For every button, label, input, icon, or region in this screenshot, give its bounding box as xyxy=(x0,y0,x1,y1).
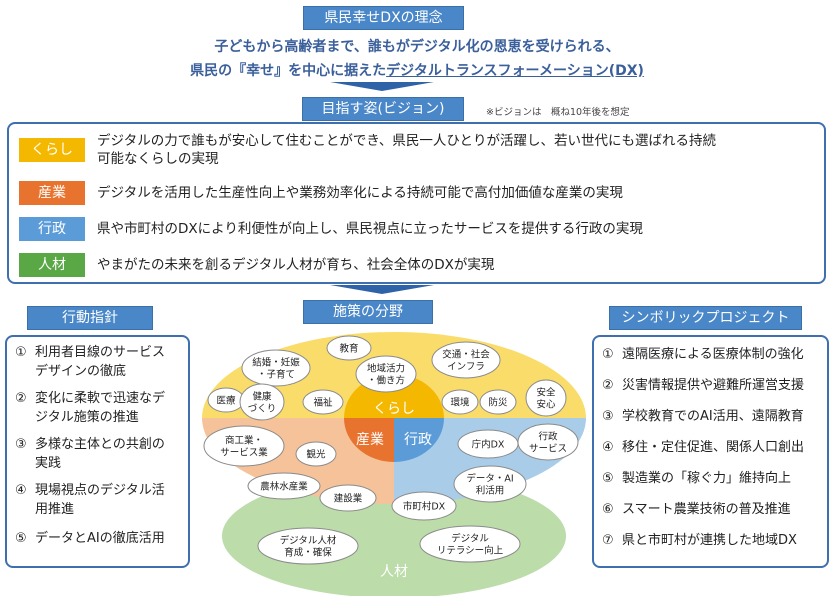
center-label-gyosei: 行政 xyxy=(404,432,432,448)
philosophy-line2-underlined: デジタルトランスフォーメーション(DX) xyxy=(386,63,644,79)
vision-row-gyosei: 行政 県や市町村のDXにより利便性が向上し、県民視点に立ったサービスを提供する行… xyxy=(19,217,643,241)
field-bubble-label: デジタルリテラシー向上 xyxy=(437,533,504,557)
field-bubble-label: 地域活力・働き方 xyxy=(367,363,405,387)
field-bubble xyxy=(257,527,359,565)
field-bubble xyxy=(239,383,285,421)
vision-panel: くらし デジタルの力で誰もが安心して住むことができ、県民一人ひとりが活躍し、若い… xyxy=(7,122,826,284)
vision-text-jinzai: やまがたの未来を創るデジタル人材が育ち、社会全体のDXが実現 xyxy=(97,257,495,273)
philosophy-line2-prefix: 県民の『幸せ』を中心に据えた xyxy=(190,63,387,79)
field-bubble-label: 防災 xyxy=(488,397,508,409)
vision-label-kurashi: くらし xyxy=(19,138,85,162)
down-arrow-icon xyxy=(330,285,434,294)
field-bubble xyxy=(453,465,527,503)
field-bubble xyxy=(419,525,521,563)
field-bubble-label: 農林水産業 xyxy=(260,481,308,493)
field-bubble xyxy=(441,389,479,415)
philosophy-line2: 県民の『幸せ』を中心に据えたデジタルトランスフォーメーション(DX) xyxy=(0,60,834,80)
field-bubble-label: 商工業・サービス業 xyxy=(220,435,268,459)
vision-label-jinzai: 人材 xyxy=(19,253,85,277)
field-bubble-label: 環境 xyxy=(450,397,470,409)
philosophy-title: 県民幸せDXの理念 xyxy=(303,6,464,30)
down-arrow-icon xyxy=(330,82,434,91)
field-bubble xyxy=(517,423,579,461)
vision-text-sangyo: デジタルを活用した生産性向上や業務効率化による持続可能で高付加価値な産業の実現 xyxy=(97,185,623,201)
field-bubble-label: 庁内DX xyxy=(472,439,505,451)
field-bubble xyxy=(431,341,501,379)
vision-label-sangyo: 産業 xyxy=(19,181,85,205)
vision-row-kurashi: くらし デジタルの力で誰もが安心して住むことができ、県民一人ひとりが活躍し、若い… xyxy=(19,132,716,168)
field-bubble-label: 福祉 xyxy=(313,397,333,409)
vision-row-jinzai: 人材 やまがたの未来を創るデジタル人材が育ち、社会全体のDXが実現 xyxy=(19,253,494,277)
center-sangyo xyxy=(344,418,394,462)
principles-title: 行動指針 xyxy=(27,306,153,330)
projects-title: シンボリックプロジェクト xyxy=(609,306,802,330)
vision-text-gyosei: 県や市町村のDXにより利便性が向上し、県民視点に立ったサービスを提供する行政の実… xyxy=(97,221,643,237)
field-bubble xyxy=(247,472,321,500)
field-bubble-label: 観光 xyxy=(306,449,326,461)
center-label-kurashi: くらし xyxy=(373,401,415,417)
center-gyosei xyxy=(394,418,444,462)
field-bubble xyxy=(479,389,517,415)
field-bubble xyxy=(355,355,417,393)
field-bubble xyxy=(302,389,344,415)
field-bubble-label: 交通・社会インフラ xyxy=(442,349,490,373)
field-bubble xyxy=(295,441,337,467)
field-bubble xyxy=(525,379,567,417)
vision-label-gyosei: 行政 xyxy=(19,217,85,241)
vision-text-kurashi: デジタルの力で誰もが安心して住むことができ、県民一人ひとりが活躍し、若い世代にも… xyxy=(97,133,716,167)
field-bubble-label: 行政サービス xyxy=(529,431,567,455)
field-bubble-label: 建設業 xyxy=(334,493,363,505)
field-bubble xyxy=(391,491,457,521)
field-bubble xyxy=(326,335,372,361)
field-bubble-label: 健康づくり xyxy=(248,391,277,415)
field-bubble-label: 安全安心 xyxy=(536,387,556,411)
field-bubble-label: 市町村DX xyxy=(403,501,446,513)
field-bubble-label: 教育 xyxy=(339,343,358,355)
vision-note: ※ビジョンは 概ね10年後を想定 xyxy=(486,107,630,118)
field-bubble xyxy=(319,484,377,512)
field-bubble-label: 医療 xyxy=(216,395,236,407)
field-bubble xyxy=(241,349,311,387)
fields-title: 施策の分野 xyxy=(303,300,433,324)
vision-row-sangyo: 産業 デジタルを活用した生産性向上や業務効率化による持続可能で高付加価値な産業の… xyxy=(19,181,623,205)
field-bubble xyxy=(203,425,285,467)
center-label-jinzai: 人材 xyxy=(380,564,408,580)
philosophy-line1: 子どもから高齢者まで、誰もがデジタル化の恩恵を受けられる、 xyxy=(214,39,620,55)
field-bubble-label: 結婚・妊娠・子育て xyxy=(252,357,300,381)
field-bubble-label: デジタル人材育成・確保 xyxy=(280,535,337,559)
jinzai-area xyxy=(222,474,566,596)
vision-title: 目指す姿(ビジョン) xyxy=(302,97,464,121)
center-label-sangyo: 産業 xyxy=(356,432,384,448)
